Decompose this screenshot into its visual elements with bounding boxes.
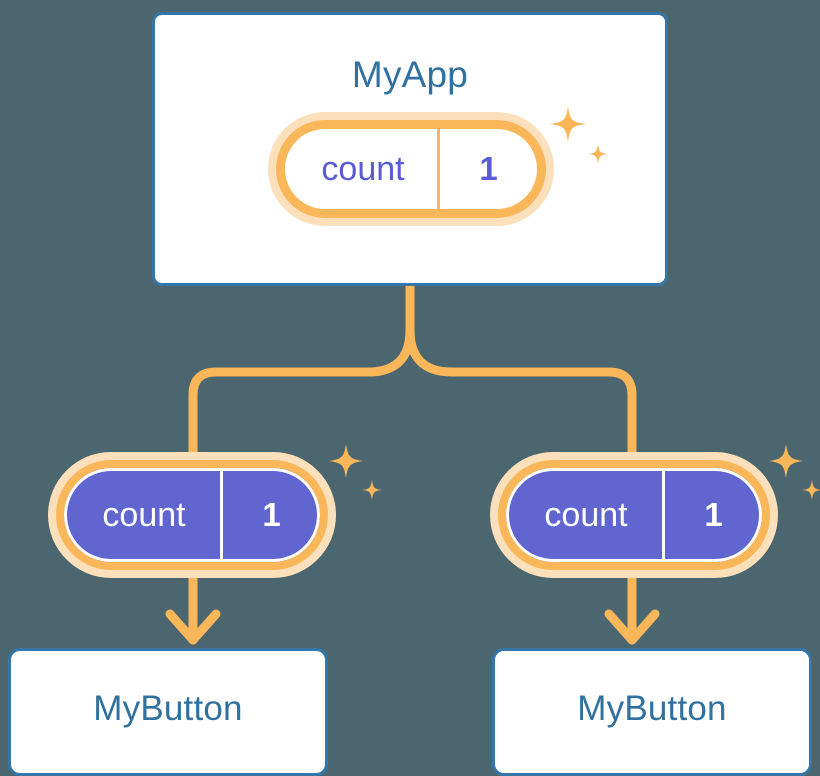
fork-connector-right <box>405 325 637 457</box>
state-value-label: 1 <box>262 496 281 533</box>
fork-connector <box>188 281 415 457</box>
component-box-mybutton-left[interactable]: MyButton <box>8 648 328 776</box>
state-pill-myapp[interactable]: count 1 <box>268 112 554 226</box>
component-label: MyButton <box>577 689 727 728</box>
state-pill-child-left[interactable]: count 1 <box>48 452 336 578</box>
state-key-label: count <box>544 495 628 534</box>
state-pill-divider <box>662 468 665 562</box>
state-pill-divider <box>437 129 440 209</box>
arrow-down-icon-right <box>604 573 660 645</box>
page-title: MyApp <box>351 54 469 95</box>
state-value-label: 1 <box>479 150 498 187</box>
arrow-down-icon-left <box>165 573 221 645</box>
state-value-label: 1 <box>704 496 723 533</box>
state-pill-divider <box>220 468 223 562</box>
component-box-myapp[interactable]: MyApp <box>152 12 668 286</box>
state-pill-ring: count 1 <box>276 120 546 218</box>
state-pill-ring: count 1 <box>498 460 770 570</box>
component-label: MyButton <box>93 689 243 728</box>
state-key-label: count <box>102 495 186 534</box>
component-box-mybutton-right[interactable]: MyButton <box>492 648 812 776</box>
state-pill-ring: count 1 <box>56 460 328 570</box>
state-pill-child-right[interactable]: count 1 <box>490 452 778 578</box>
state-key-label: count <box>321 149 405 188</box>
